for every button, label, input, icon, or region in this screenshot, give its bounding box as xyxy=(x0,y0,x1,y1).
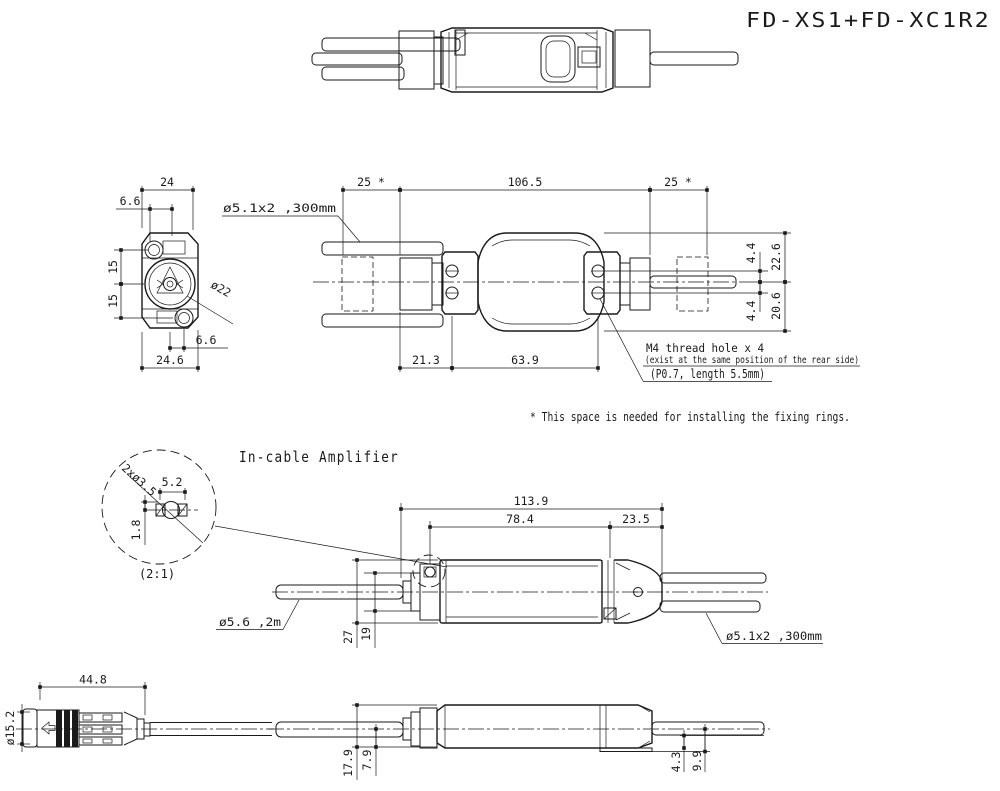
amp-cable-left xyxy=(275,721,404,738)
dim-height-total: 17.9 xyxy=(341,749,355,777)
amp-body-bottom xyxy=(436,704,653,749)
dim-space-right: 25 * xyxy=(664,175,692,189)
detail-view: 5.2 2xø3.5 1.8 (2:1) xyxy=(101,449,448,581)
detail-circle xyxy=(101,449,217,565)
sensor-barrel xyxy=(477,232,605,332)
knurled-ring xyxy=(398,30,435,90)
connector-band xyxy=(72,710,78,747)
sensor-body xyxy=(440,27,614,93)
top-view xyxy=(311,27,739,93)
dim-amp-inner-height: 19 xyxy=(359,627,373,641)
dim-connector-diameter: ø15.2 xyxy=(3,711,17,746)
cable-spec-label-right: ø5.1x2 ,300mm xyxy=(726,629,822,643)
amp-mount-hole xyxy=(424,566,436,578)
knob-diameter-label: ø22 xyxy=(209,277,234,300)
drawing-title: FD-XS1+FD-XC1R2 xyxy=(746,8,991,32)
dim-connector-length: 44.8 xyxy=(79,673,107,687)
display-window xyxy=(540,35,576,83)
detail-leader xyxy=(214,525,448,568)
dim-top-offset: 6.6 xyxy=(120,194,141,208)
dim-half-height-bottom: 20.6 xyxy=(769,292,783,320)
dim-right-large: 9.9 xyxy=(690,751,704,772)
fiber-cable xyxy=(321,66,405,81)
contact-row xyxy=(78,712,123,723)
dim-end-to-hole: 21.3 xyxy=(412,353,440,367)
connector-taper xyxy=(123,711,138,746)
direction-arrow-icon xyxy=(41,721,56,735)
amp-cable-right xyxy=(659,572,767,584)
dim-hole-height: 1.8 xyxy=(129,520,143,541)
dim-hole-offset-top: 4.4 xyxy=(744,243,758,264)
dim-end-length: 23.5 xyxy=(622,512,650,526)
m4-note-line3: (P0.7, length 5.5mm) xyxy=(650,367,765,381)
mount-hole xyxy=(162,501,180,519)
adjuster-knob xyxy=(144,258,196,310)
fiber-cable xyxy=(321,241,444,256)
fiber-pin xyxy=(454,29,466,56)
connector-cap xyxy=(22,708,38,748)
end-view: 24 6.6 15 15 24.6 6.6 ø22 xyxy=(106,175,233,372)
latch xyxy=(577,46,601,68)
connector-band xyxy=(64,710,70,747)
cable-spec-label-left: ø5.6 ,2m xyxy=(219,615,281,629)
dim-body-length: 78.4 xyxy=(506,512,534,526)
detail-scale: (2:1) xyxy=(139,567,175,581)
m4-note-line1: M4 thread hole x 4 xyxy=(646,341,764,355)
amp-cable-right xyxy=(651,721,765,736)
fixing-rings-footnote: * This space is needed for installing th… xyxy=(530,410,850,424)
amp-bottom-step xyxy=(599,747,653,752)
amp-body xyxy=(439,559,603,624)
amp-screw-slot xyxy=(603,607,617,620)
mount-flange xyxy=(583,251,621,315)
fiber-cable xyxy=(649,275,737,289)
dim-right-small: 4.3 xyxy=(669,752,683,773)
dim-space-left: 25 * xyxy=(357,175,385,189)
fiber-cable xyxy=(311,52,403,66)
amplifier-section-label: In-cable Amplifier xyxy=(239,448,399,466)
amp-side-view: 113.9 78.4 23.5 27 19 ø5.6 ,2m ø5.1x2 ,3… xyxy=(216,494,823,648)
dim-bottom-offset: 6.6 xyxy=(196,333,217,347)
knurled-ring xyxy=(629,257,651,311)
side-view: 25 * 106.5 25 * ø5.1x2 ,300mm 4.4 4.4 22… xyxy=(222,175,860,382)
dim-top-width: 24 xyxy=(160,175,174,189)
dim-bottom-width: 24.6 xyxy=(156,353,184,367)
amp-end-cap xyxy=(614,559,663,624)
dim-half-height-top: 22.6 xyxy=(769,243,783,271)
contact-row xyxy=(78,736,123,746)
dim-amp-height: 27 xyxy=(341,630,355,644)
corner-hole xyxy=(174,308,194,328)
fixing-ring-space xyxy=(341,256,374,312)
knurled-ring xyxy=(399,257,433,311)
connector-view: 44.8 ø15.2 xyxy=(3,673,274,752)
dim-hole-offset-bottom: 4.4 xyxy=(744,301,758,322)
contact-row xyxy=(78,724,123,735)
dim-hole-pitch: 63.9 xyxy=(511,353,539,367)
collar xyxy=(431,262,444,306)
knurled-ring xyxy=(614,29,651,88)
connector-band xyxy=(56,710,62,747)
fiber-cable xyxy=(321,313,444,328)
dim-length: 106.5 xyxy=(508,175,543,189)
cable-spec-label: ø5.1x2 ,300mm xyxy=(223,201,336,215)
m4-note-line2: (exist at the same position of the rear … xyxy=(645,355,859,366)
collar xyxy=(619,262,631,306)
dim-side-lower: 15 xyxy=(106,294,120,308)
dim-total-length: 113.9 xyxy=(514,494,549,508)
holes-label: 2xø3.5 xyxy=(119,461,159,499)
amp-cable-right xyxy=(659,600,761,613)
dim-hole-width: 5.2 xyxy=(162,475,183,489)
end-view-body xyxy=(141,232,199,329)
detail-callout-circle xyxy=(412,554,446,588)
fiber-cable xyxy=(321,37,461,52)
fixing-ring-space xyxy=(676,256,709,312)
amp-bottom-view: 17.9 7.9 4.3 9.9 xyxy=(268,703,770,780)
collar xyxy=(433,36,444,85)
dim-height-lower: 7.9 xyxy=(360,750,374,771)
mount-flange xyxy=(441,251,479,315)
dim-side-upper: 15 xyxy=(106,260,120,274)
fiber-cable xyxy=(649,51,739,66)
